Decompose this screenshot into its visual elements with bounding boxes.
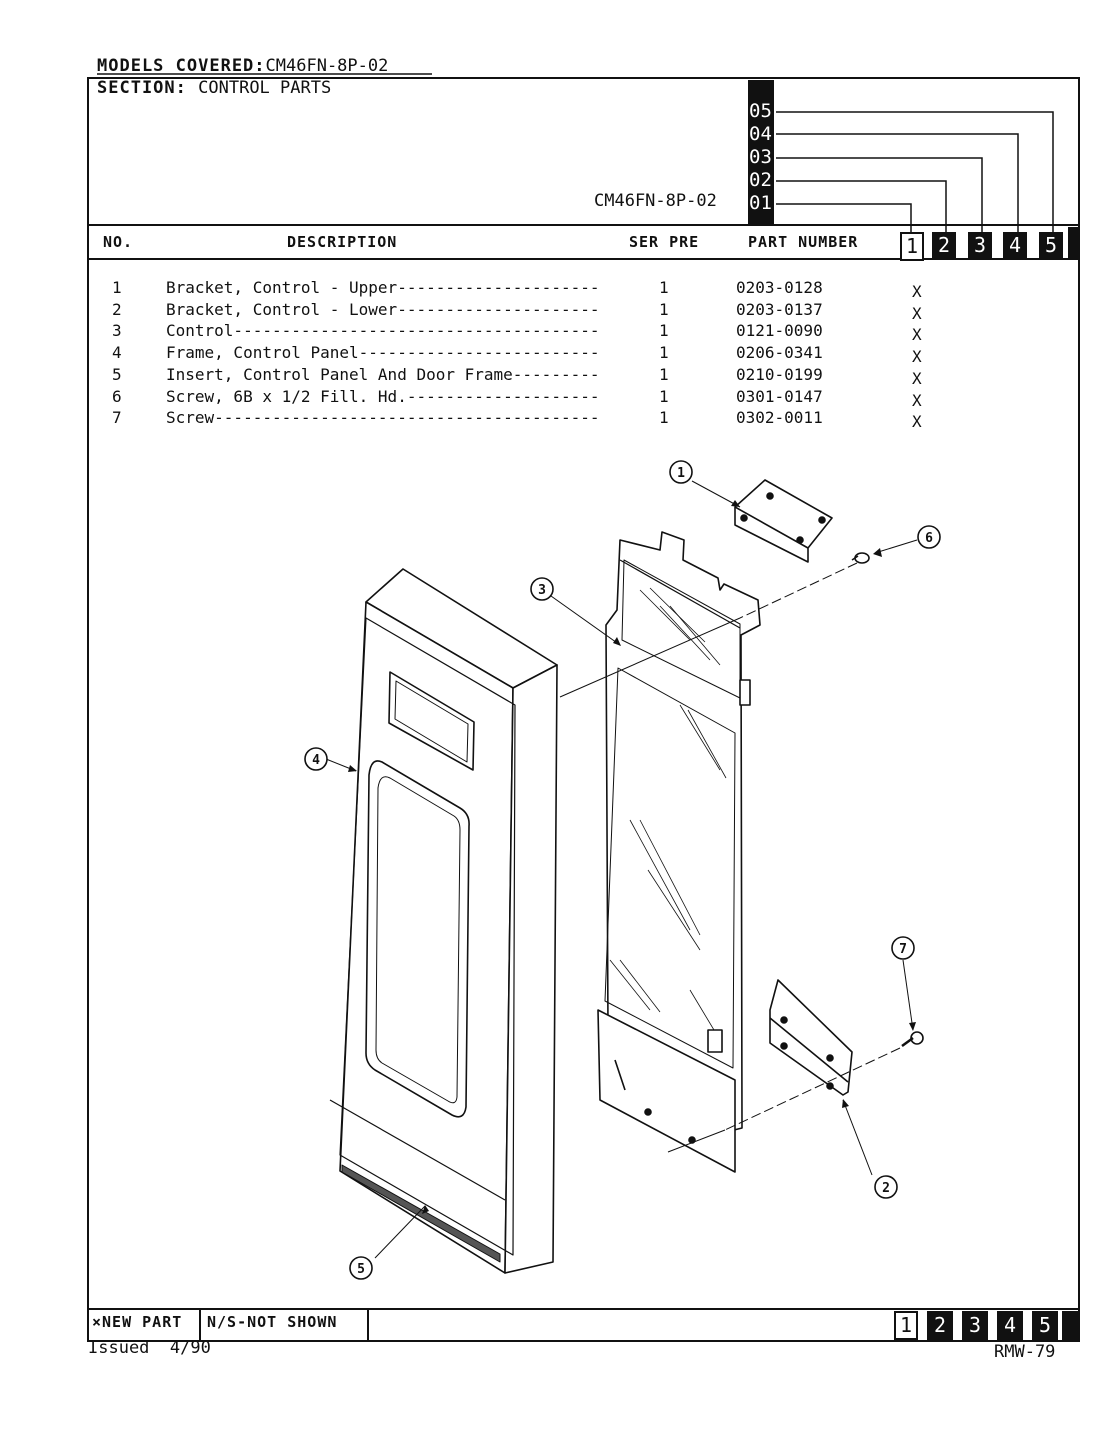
callout-label-4: 4 <box>312 753 320 768</box>
section-label: SECTION: <box>97 78 187 98</box>
part-number: 0121-0090 <box>736 321 823 340</box>
callout-label-3: 3 <box>538 583 546 598</box>
model-col-2: 2 <box>932 232 956 259</box>
part-mark: X <box>912 325 922 344</box>
series-code-03: 03 <box>749 146 772 168</box>
col-header-ser-pre: SER PRE <box>629 233 700 251</box>
col-header-no: NO. <box>103 233 134 251</box>
col-header-part-number: PART NUMBER <box>748 233 859 251</box>
part-mark: X <box>912 347 922 366</box>
callout-label-5: 5 <box>357 1262 365 1277</box>
models-covered-value: CM46FN-8P-02 <box>265 56 389 76</box>
new-part-legend: ×NEW PART <box>92 1313 183 1331</box>
callouts <box>304 460 941 1280</box>
part-no: 2 <box>112 300 122 319</box>
part-description: Screw, 6B x 1/2 Fill. Hd.---------------… <box>166 387 600 406</box>
part-no: 7 <box>112 408 122 427</box>
model-col-4: 4 <box>1003 232 1027 259</box>
callout-4 <box>304 747 328 771</box>
model-col-1: 1 <box>900 232 924 261</box>
part-qty: 1 <box>659 387 669 406</box>
callout-label-6: 6 <box>925 531 933 546</box>
series-code-04: 04 <box>749 123 772 145</box>
callout-1 <box>669 460 693 484</box>
section-title: SECTION: CONTROL PARTS <box>97 78 331 98</box>
footer-model-col-3: 3 <box>962 1311 988 1340</box>
part-no: 5 <box>112 365 122 384</box>
part-mark: X <box>912 282 922 301</box>
issued-date: Issued 4/90 <box>88 1338 211 1358</box>
callout-3 <box>530 577 554 601</box>
parts-row: 5 Insert, Control Panel And Door Frame--… <box>0 365 1100 388</box>
parts-row: 7 Screw---------------------------------… <box>0 408 1100 431</box>
callout-label-2: 2 <box>882 1181 890 1196</box>
part-number: 0203-0128 <box>736 278 823 297</box>
arrowheads <box>348 500 916 1214</box>
upper-bracket <box>734 479 833 563</box>
part-qty: 1 <box>659 365 669 384</box>
parts-row: 4 Frame, Control Panel------------------… <box>0 343 1100 366</box>
part-no: 3 <box>112 321 122 340</box>
col-header-description: DESCRIPTION <box>287 233 398 251</box>
not-shown-legend: N/S-NOT SHOWN <box>207 1313 338 1331</box>
part-description: Control---------------------------------… <box>166 321 600 340</box>
leader-lines <box>325 480 918 1259</box>
series-code-05: 05 <box>749 100 772 122</box>
models-covered-label: MODELS COVERED: <box>97 56 266 76</box>
callout-label-1: 1 <box>677 466 685 481</box>
document-id: RMW-79 <box>994 1342 1056 1362</box>
part-mark: X <box>912 391 922 410</box>
part-number: 0302-0011 <box>736 408 823 427</box>
callout-2 <box>874 1175 898 1199</box>
part-qty: 1 <box>659 408 669 427</box>
part-no: 4 <box>112 343 122 362</box>
part-description: Bracket, Control - Lower----------------… <box>166 300 600 319</box>
part-mark: X <box>912 412 922 431</box>
model-code: CM46FN-8P-02 <box>594 191 717 211</box>
part-qty: 1 <box>659 343 669 362</box>
callout-7 <box>891 936 915 960</box>
callout-6 <box>917 525 941 549</box>
part-number: 0210-0199 <box>736 365 823 384</box>
part-qty: 1 <box>659 300 669 319</box>
part-description: Frame, Control Panel--------------------… <box>166 343 600 362</box>
control-assembly <box>597 531 761 1173</box>
models-covered: MODELS COVERED:CM46FN-8P-02 <box>97 56 388 76</box>
parts-row: 6 Screw, 6B x 1/2 Fill. Hd.-------------… <box>0 387 1100 410</box>
part-number: 0301-0147 <box>736 387 823 406</box>
lower-bracket <box>769 979 853 1096</box>
section-value: CONTROL PARTS <box>198 78 332 98</box>
part-description: Insert, Control Panel And Door Frame----… <box>166 365 600 384</box>
control-panel-frame <box>329 568 558 1274</box>
footer-model-col-1: 1 <box>894 1311 918 1340</box>
footer-model-col-5: 5 <box>1032 1311 1058 1340</box>
screw-7 <box>901 1031 924 1048</box>
part-description: Screw-----------------------------------… <box>166 408 600 427</box>
part-mark: X <box>912 369 922 388</box>
callout-5 <box>349 1256 373 1280</box>
model-col-5: 5 <box>1039 232 1063 259</box>
model-col-3: 3 <box>968 232 992 259</box>
parts-row: 1 Bracket, Control - Upper--------------… <box>0 278 1100 301</box>
series-connectors <box>776 111 1054 232</box>
footer-model-col-4: 4 <box>997 1311 1023 1340</box>
part-number: 0203-0137 <box>736 300 823 319</box>
part-description: Bracket, Control - Upper----------------… <box>166 278 600 297</box>
callout-label-7: 7 <box>899 942 907 957</box>
parts-row: 3 Control-------------------------------… <box>0 321 1100 344</box>
part-qty: 1 <box>659 278 669 297</box>
part-no: 6 <box>112 387 122 406</box>
part-mark: X <box>912 304 922 323</box>
screw-6 <box>851 552 870 564</box>
part-no: 1 <box>112 278 122 297</box>
parts-row: 2 Bracket, Control - Lower--------------… <box>0 300 1100 323</box>
footer-model-col-2: 2 <box>927 1311 953 1340</box>
series-code-02: 02 <box>749 169 772 191</box>
part-qty: 1 <box>659 321 669 340</box>
part-number: 0206-0341 <box>736 343 823 362</box>
series-code-01: 01 <box>749 192 772 214</box>
